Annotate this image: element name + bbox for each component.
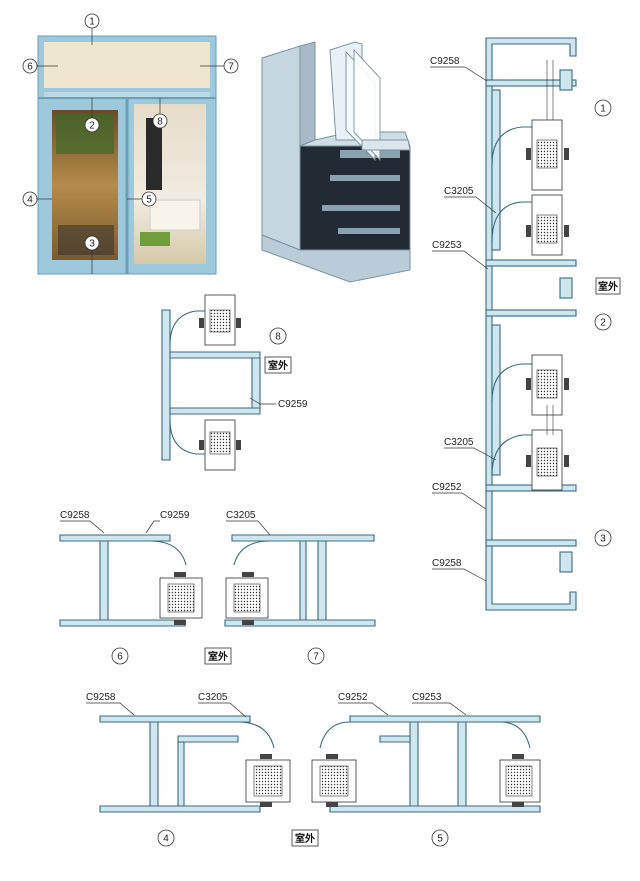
- callout-6-section: 6: [117, 652, 123, 663]
- callout-8-label: 8: [157, 117, 163, 128]
- label-c9253-5: C9253: [412, 692, 442, 703]
- section-6-7: [59, 534, 376, 627]
- label-c3205-mid: C3205: [444, 186, 474, 197]
- callout-4-section: 4: [163, 834, 169, 845]
- right-callout-1: 1: [600, 104, 606, 115]
- section-4-5-labels: C9258 C3205 C9252 C9253 4 室外 5: [86, 692, 467, 847]
- label-c9258-top: C9258: [430, 56, 460, 67]
- right-callout-3: 3: [600, 534, 606, 545]
- label-c3205-7: C3205: [226, 510, 256, 521]
- section-6-7-labels: C9258 C9259 C3205 6 室外 7: [60, 510, 325, 665]
- outside-label-45: 室外: [295, 832, 315, 845]
- callout-2-label: 2: [89, 121, 95, 132]
- callout-5-label: 5: [146, 195, 152, 206]
- callout-7-label: 7: [228, 62, 234, 73]
- section-4-5: [99, 715, 541, 813]
- label-c9258-6: C9258: [60, 510, 90, 521]
- outside-box-right: [595, 277, 621, 295]
- window-photo: [37, 35, 217, 275]
- right-callout-2: 2: [600, 318, 606, 329]
- callout-7-section: 7: [313, 652, 319, 663]
- label-c3205-low: C3205: [444, 437, 474, 448]
- label-c9252-right: C9252: [432, 482, 462, 493]
- label-c9252-5: C9252: [338, 692, 368, 703]
- right-section-labels: C9258 1 C3205 C9253 室外 2 C3205 C9252 3 C…: [430, 56, 621, 582]
- callout-5-section: 5: [437, 834, 443, 845]
- photo-callouts: 1 6 7 2 8 4 5 3: [22, 13, 239, 274]
- callout-1-label: 1: [89, 17, 95, 28]
- callout-8-section: 8: [275, 332, 281, 343]
- section-8: [161, 294, 261, 471]
- label-c9259-6: C9259: [160, 510, 190, 521]
- label-c3205-4: C3205: [198, 692, 228, 703]
- section-right-vertical: [485, 37, 577, 611]
- profile-3d-render: [261, 41, 411, 283]
- callout-4-label: 4: [27, 195, 33, 206]
- label-c9259-8: C9259: [278, 399, 308, 410]
- section-8-labels: 8 室外 C9259: [249, 327, 308, 410]
- label-c9253: C9253: [432, 240, 462, 251]
- label-c9258-4: C9258: [86, 692, 116, 703]
- callout-3-label: 3: [89, 239, 95, 250]
- outside-label-67: 室外: [208, 650, 228, 663]
- callout-1: [84, 13, 100, 29]
- outside-label-right: 室外: [598, 280, 618, 293]
- callout-6-label: 6: [27, 62, 33, 73]
- label-c9258-bottom: C9258: [432, 558, 462, 569]
- outside-label-8: 室外: [268, 359, 288, 372]
